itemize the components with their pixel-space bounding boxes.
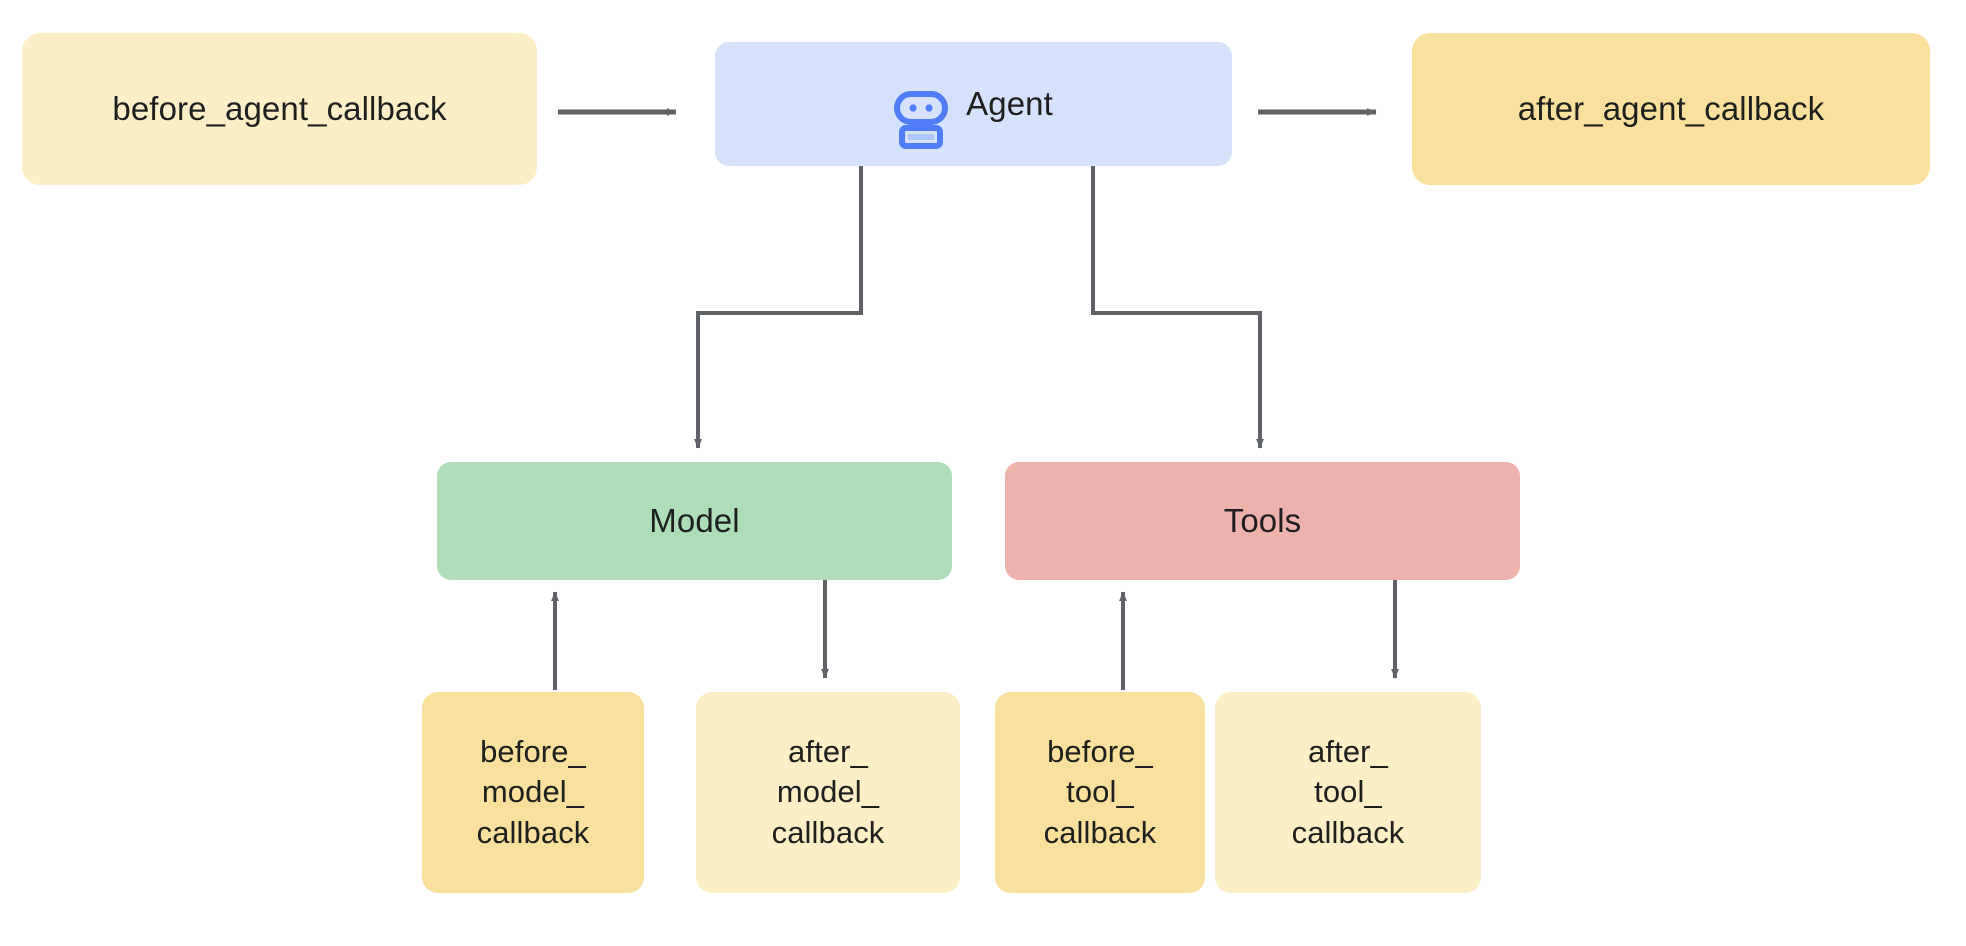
- agent-content: Agent: [894, 48, 1053, 160]
- node-agent-label: Agent: [966, 84, 1053, 122]
- edge-agent-to-model: [694, 166, 863, 449]
- node-before-model-callback-label: before_ model_ callback: [476, 734, 590, 850]
- node-tools-label: Tools: [1223, 501, 1302, 539]
- node-before-model-callback[interactable]: before_ model_ callback: [422, 692, 644, 893]
- node-after-tool-callback[interactable]: after_ tool_ callback: [1215, 692, 1481, 893]
- edge-agent-to-tools: [1091, 166, 1264, 449]
- node-after-model-callback[interactable]: after_ model_ callback: [696, 692, 960, 893]
- node-after-agent-callback[interactable]: after_agent_callback: [1412, 33, 1930, 185]
- node-before-tool-callback-label: before_ tool_ callback: [1043, 734, 1157, 850]
- robot-icon: [894, 48, 949, 160]
- node-before-agent-callback[interactable]: before_agent_callback: [22, 33, 537, 185]
- node-tools[interactable]: Tools: [1005, 462, 1520, 580]
- node-after-tool-callback-label: after_ tool_ callback: [1291, 734, 1405, 850]
- node-after-agent-callback-label: after_agent_callback: [1517, 89, 1825, 127]
- node-model-label: Model: [649, 501, 740, 539]
- node-before-agent-callback-label: before_agent_callback: [112, 89, 447, 127]
- node-before-tool-callback[interactable]: before_ tool_ callback: [995, 692, 1205, 893]
- node-agent[interactable]: Agent: [715, 42, 1232, 166]
- node-model[interactable]: Model: [437, 462, 952, 580]
- node-after-model-callback-label: after_ model_ callback: [771, 734, 885, 850]
